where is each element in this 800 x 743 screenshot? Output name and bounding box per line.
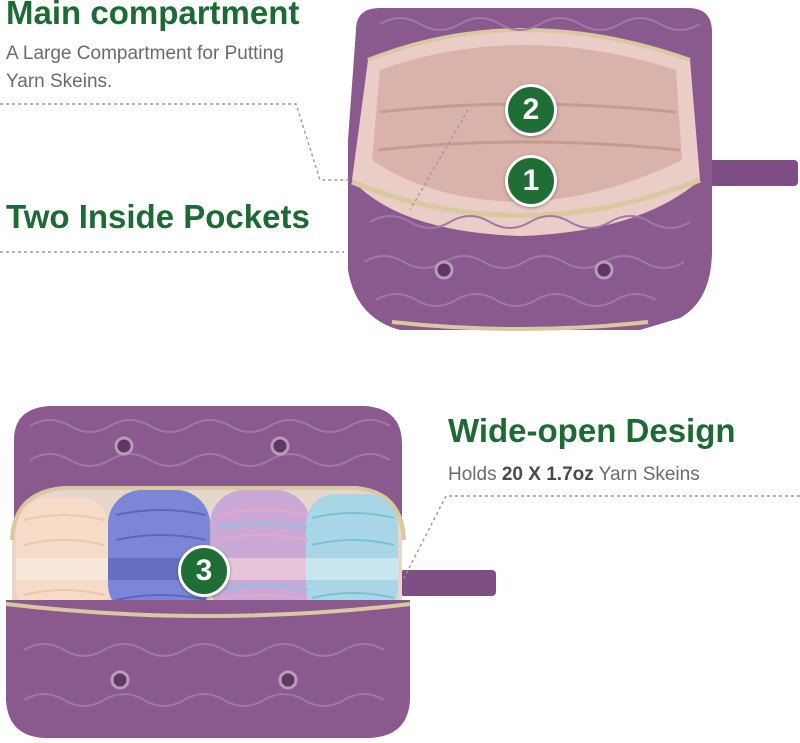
main-compartment-description: A Large Compartment for Putting Yarn Ske… (6, 40, 284, 96)
wide-desc-prefix: Holds (448, 464, 502, 485)
top-bag-image (348, 8, 798, 331)
badge-3: 3 (178, 545, 230, 597)
top-bag-handle (700, 160, 798, 186)
bottom-bag-image (5, 406, 496, 738)
main-compartment-title: Main compartment (6, 0, 300, 31)
leader-wide (403, 495, 800, 579)
leader-main (0, 103, 350, 181)
bottom-bag-front (6, 600, 410, 738)
bottom-bag-handle (400, 570, 496, 596)
leader-lines (0, 103, 800, 579)
wide-desc-suffix: Yarn Skeins (593, 464, 700, 485)
two-pockets-title: Two Inside Pockets (6, 198, 310, 235)
wide-open-title: Wide-open Design (448, 412, 736, 449)
yarn-skein-cream (16, 498, 110, 616)
yarn-skein-aqua (306, 494, 398, 618)
wide-open-description: Holds 20 X 1.7oz Yarn Skeins (448, 461, 700, 489)
badge-1: 1 (505, 155, 557, 207)
main-desc-line-2: Yarn Skeins. (6, 71, 113, 92)
badge-2: 2 (505, 84, 557, 136)
main-desc-line-1: A Large Compartment for Putting (6, 43, 284, 64)
wide-desc-capacity: 20 X 1.7oz (501, 464, 594, 485)
leader-pocket-2 (409, 109, 469, 211)
